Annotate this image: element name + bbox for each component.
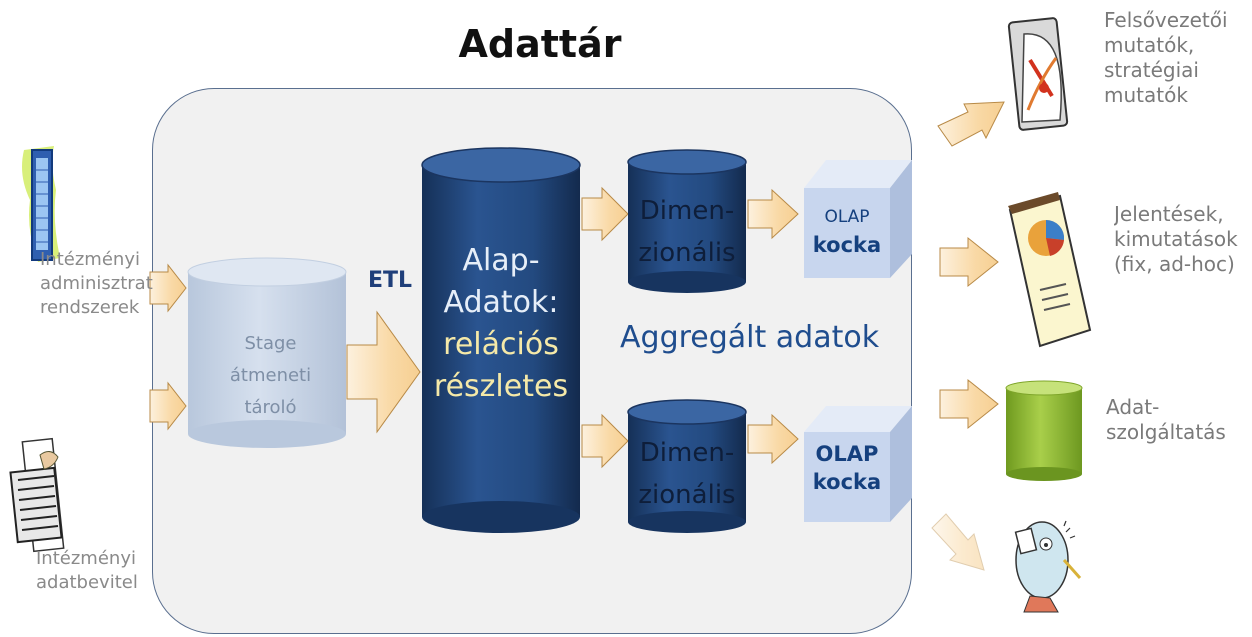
database-cylinder-icon	[1005, 380, 1083, 481]
dimensional-cylinder-2	[627, 399, 747, 533]
reports-line-3: (fix, ad-hoc)	[1114, 252, 1235, 276]
output-label-reports: Jelentések, kimutatások (fix, ad-hoc)	[1114, 202, 1248, 277]
etl-label: ETL	[368, 268, 413, 293]
dim-to-olap-arrow-1	[747, 188, 799, 240]
output-label-executive: Felsővezetői mutatók, stratégiai mutatók	[1104, 8, 1228, 108]
exec-line-2: mutatók,	[1104, 33, 1195, 57]
dim-to-olap-arrow-2	[747, 413, 799, 465]
olap-cube-1	[804, 160, 912, 278]
olap2-line-1: OLAP	[815, 442, 879, 466]
analyst-figure-icon	[1014, 520, 1082, 613]
core-to-dim-arrow-1	[581, 186, 629, 242]
data-entry-icon	[9, 437, 65, 553]
olap1-line-1: OLAP	[824, 207, 870, 227]
etl-arrow	[346, 310, 421, 434]
source-admin-line-2: adminisztrat	[40, 273, 153, 294]
core-label: Alap- Adatok: relációs részletes	[422, 240, 580, 408]
source-label-admin: Intézményi adminisztrat rendszerek	[40, 248, 153, 320]
dimensional-cylinder-1	[627, 149, 747, 293]
core-to-dim-arrow-2	[581, 413, 629, 469]
source-arrow-2	[149, 381, 187, 431]
dim1-line-1: Dimen-	[639, 196, 735, 226]
dimensional-label-1: Dimen- zionális	[628, 190, 746, 274]
olap1-line-2: kocka	[812, 233, 882, 257]
olap2-line-2: kocka	[812, 470, 882, 494]
dataservice-line-2: szolgáltatás	[1106, 420, 1226, 444]
core-line-4: részletes	[433, 369, 569, 404]
output-arrow-3	[939, 378, 999, 430]
source-entry-line-1: Intézményi	[36, 548, 136, 569]
aggregated-data-label: Aggregált adatok	[620, 320, 880, 355]
stage-line-2: átmeneti	[229, 365, 312, 386]
output-arrow-1	[937, 101, 1005, 147]
source-arrow-1	[149, 263, 187, 313]
output-arrow-2	[939, 236, 999, 288]
olap-cube-2	[804, 406, 912, 522]
source-label-entry: Intézményi adatbevitel	[36, 547, 138, 595]
report-icon	[1008, 192, 1092, 348]
core-cylinder	[421, 147, 581, 533]
stage-line-3: tároló	[244, 397, 297, 418]
stage-label: Stage átmeneti tároló	[178, 328, 363, 424]
core-line-2: Adatok:	[443, 285, 559, 320]
stage-line-1: Stage	[244, 333, 297, 354]
exec-line-3: stratégiai	[1104, 58, 1199, 82]
source-admin-line-1: Intézményi	[40, 249, 140, 270]
source-entry-line-2: adatbevitel	[36, 572, 138, 593]
dim2-line-1: Dimen-	[639, 438, 735, 468]
source-admin-line-3: rendszerek	[40, 297, 140, 318]
olap-label-1: OLAP kocka	[802, 203, 892, 259]
output-label-data-service: Adat- szolgáltatás	[1106, 395, 1226, 445]
dim1-line-2: zionális	[638, 238, 736, 268]
core-line-1: Alap-	[462, 243, 540, 278]
exec-line-4: mutatók	[1104, 83, 1188, 107]
server-tower-icon	[22, 146, 60, 262]
dataservice-line-1: Adat-	[1106, 395, 1160, 419]
gauge-icon	[1007, 17, 1069, 131]
output-arrow-4	[931, 513, 985, 571]
core-line-3: relációs	[443, 327, 559, 362]
reports-line-1: Jelentések,	[1114, 202, 1224, 226]
exec-line-1: Felsővezetői	[1104, 8, 1228, 32]
olap-label-2: OLAP kocka	[802, 440, 892, 496]
stage-cylinder	[187, 257, 347, 448]
page-title: Adattár	[458, 22, 622, 66]
dimensional-label-2: Dimen- zionális	[628, 432, 746, 516]
dim2-line-2: zionális	[638, 480, 736, 510]
reports-line-2: kimutatások	[1114, 227, 1238, 251]
